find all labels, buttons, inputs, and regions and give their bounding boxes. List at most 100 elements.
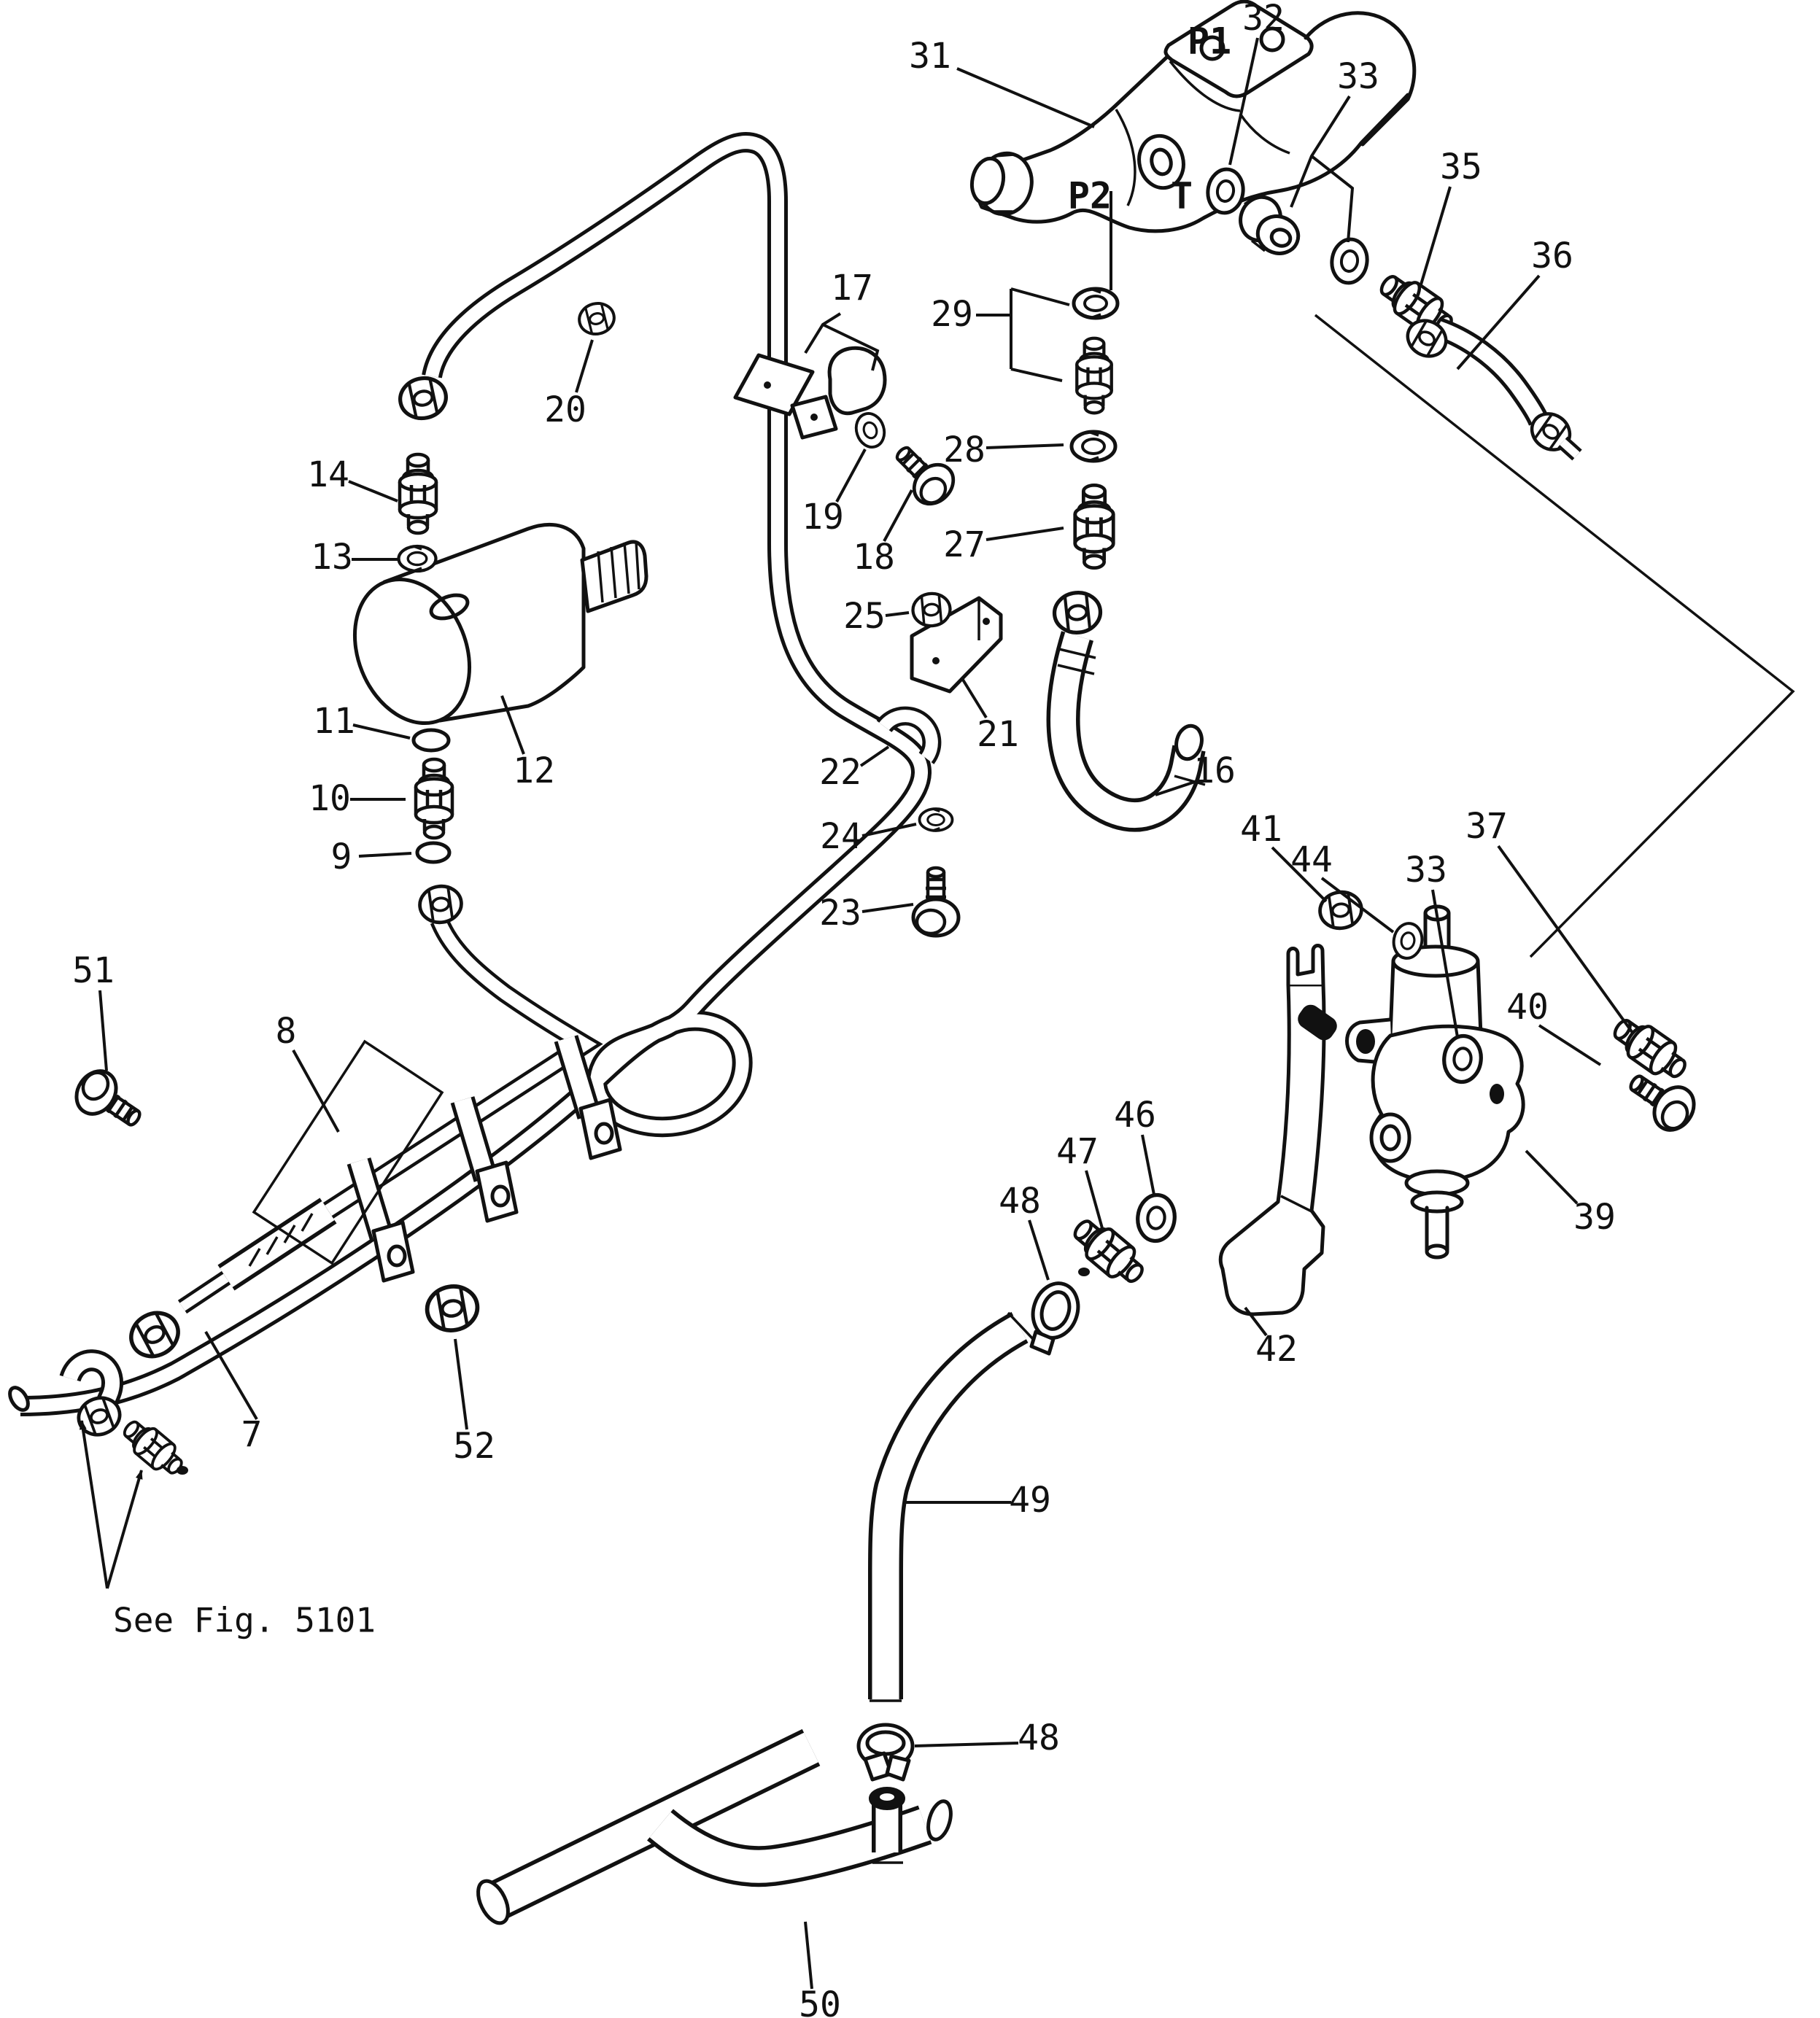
nut-25 xyxy=(912,592,952,627)
callout-9: 9 xyxy=(331,837,352,877)
washer-33 xyxy=(1329,237,1370,285)
clamp-strap xyxy=(346,1157,415,1283)
leader-14-0 xyxy=(348,480,398,502)
o-ring-11 xyxy=(411,728,451,753)
callout-46: 46 xyxy=(1114,1095,1156,1136)
leader-20-0 xyxy=(575,339,594,393)
leader-24-0 xyxy=(861,823,917,837)
leader-47-0 xyxy=(1085,1170,1104,1229)
nut-20 xyxy=(576,300,618,338)
leader-28-0 xyxy=(985,443,1064,449)
bracket-42 xyxy=(1218,944,1337,1316)
leader-17-0 xyxy=(804,312,842,354)
hose-clamp-48-upper xyxy=(1029,1281,1080,1356)
bolt-40 xyxy=(1620,1062,1702,1137)
leader-12-0 xyxy=(500,695,525,755)
leader-35-0 xyxy=(1420,186,1452,285)
port-label-t: T xyxy=(1171,175,1193,217)
group-outline-8 xyxy=(252,1039,444,1265)
callout-23: 23 xyxy=(819,893,861,934)
bracket-17 xyxy=(733,346,887,440)
washer-28 xyxy=(1072,432,1115,461)
callout-16: 16 xyxy=(1193,750,1236,791)
callout-12: 12 xyxy=(513,750,555,791)
washer-24 xyxy=(918,807,954,832)
tube-end-cap xyxy=(8,1386,30,1412)
see-fig-arrow-1 xyxy=(106,1470,143,1589)
callout-51: 51 xyxy=(72,950,115,991)
see-fig-arrow-0 xyxy=(79,1420,109,1589)
callout-49: 49 xyxy=(1009,1480,1051,1521)
port-label-p2: P2 xyxy=(1068,175,1112,217)
reference-line xyxy=(1314,314,1795,958)
leader-44-0 xyxy=(1320,877,1395,934)
washer-19 xyxy=(851,408,890,452)
callout-35: 35 xyxy=(1440,147,1482,187)
callout-17: 17 xyxy=(831,268,873,308)
callout-48-low: 48 xyxy=(1018,1718,1060,1758)
callout-42: 42 xyxy=(1255,1329,1298,1370)
leader-39-0 xyxy=(1525,1149,1579,1205)
callout-14: 14 xyxy=(307,454,349,495)
see-fig-parts xyxy=(59,1349,190,1483)
washer-13 xyxy=(399,546,436,571)
leader-42-0 xyxy=(1244,1306,1268,1337)
leader-29-2 xyxy=(1010,287,1070,306)
leader-51-0 xyxy=(98,990,108,1071)
callout-19: 19 xyxy=(802,497,844,538)
washer-46 xyxy=(1136,1193,1177,1243)
callout-21: 21 xyxy=(977,714,1019,755)
leader-50-0 xyxy=(804,1921,813,1990)
fitting-47-tip xyxy=(1078,1268,1090,1276)
pipe-7 xyxy=(20,132,932,1416)
hose-49 xyxy=(868,1311,1036,1702)
leader-29-3 xyxy=(1010,368,1063,382)
callout-18: 18 xyxy=(853,537,895,578)
pipe-36 xyxy=(1401,314,1582,461)
leader-52-0 xyxy=(454,1338,468,1430)
bracket-21 xyxy=(910,596,1003,694)
fitting-27 xyxy=(1075,485,1114,567)
fitting-tip xyxy=(177,1466,188,1475)
o-ring-9 xyxy=(415,841,452,864)
leader-22-0 xyxy=(859,745,890,767)
callout-33-top: 33 xyxy=(1337,56,1379,97)
callout-40: 40 xyxy=(1506,987,1549,1028)
leader-9-0 xyxy=(358,852,412,858)
callout-7: 7 xyxy=(241,1414,263,1455)
leader-48-up-0 xyxy=(1028,1219,1050,1281)
leader-36-0 xyxy=(1456,274,1541,370)
leader-16-0 xyxy=(1155,779,1200,796)
hose-16 xyxy=(1046,591,1206,832)
leader-48-low-0 xyxy=(914,1742,1019,1747)
pipe7-elbow-nut xyxy=(397,374,450,423)
callout-32: 32 xyxy=(1242,0,1285,39)
nut-41 xyxy=(1317,890,1363,931)
callout-29: 29 xyxy=(931,294,973,335)
leader-40-0 xyxy=(1538,1024,1602,1066)
callout-33-low: 33 xyxy=(1405,850,1447,890)
callout-10: 10 xyxy=(309,778,351,819)
fitting-14 xyxy=(400,454,436,533)
leader-18-0 xyxy=(883,489,913,542)
plug-33 xyxy=(1239,194,1301,255)
leader-37-0 xyxy=(1497,845,1634,1034)
leader-33-top-1 xyxy=(1310,155,1355,243)
leader-8-0 xyxy=(292,1049,340,1133)
bolt-51 xyxy=(69,1063,150,1138)
leader-32-0 xyxy=(1228,37,1259,166)
leader-21-0 xyxy=(961,678,988,719)
callout-11: 11 xyxy=(313,701,355,742)
rubber-grommet xyxy=(1298,1004,1337,1041)
leader-27-0 xyxy=(985,527,1064,541)
leader-17-1 xyxy=(822,323,880,371)
callout-36: 36 xyxy=(1531,236,1573,276)
valve-39 xyxy=(1345,904,1525,1260)
fitting-10 xyxy=(416,759,452,838)
fitting-37 xyxy=(1607,1012,1692,1087)
callout-20: 20 xyxy=(544,389,586,430)
callout-25: 25 xyxy=(843,596,886,637)
pipe-clamps-8 xyxy=(252,1035,622,1283)
leader-11-0 xyxy=(352,723,411,740)
